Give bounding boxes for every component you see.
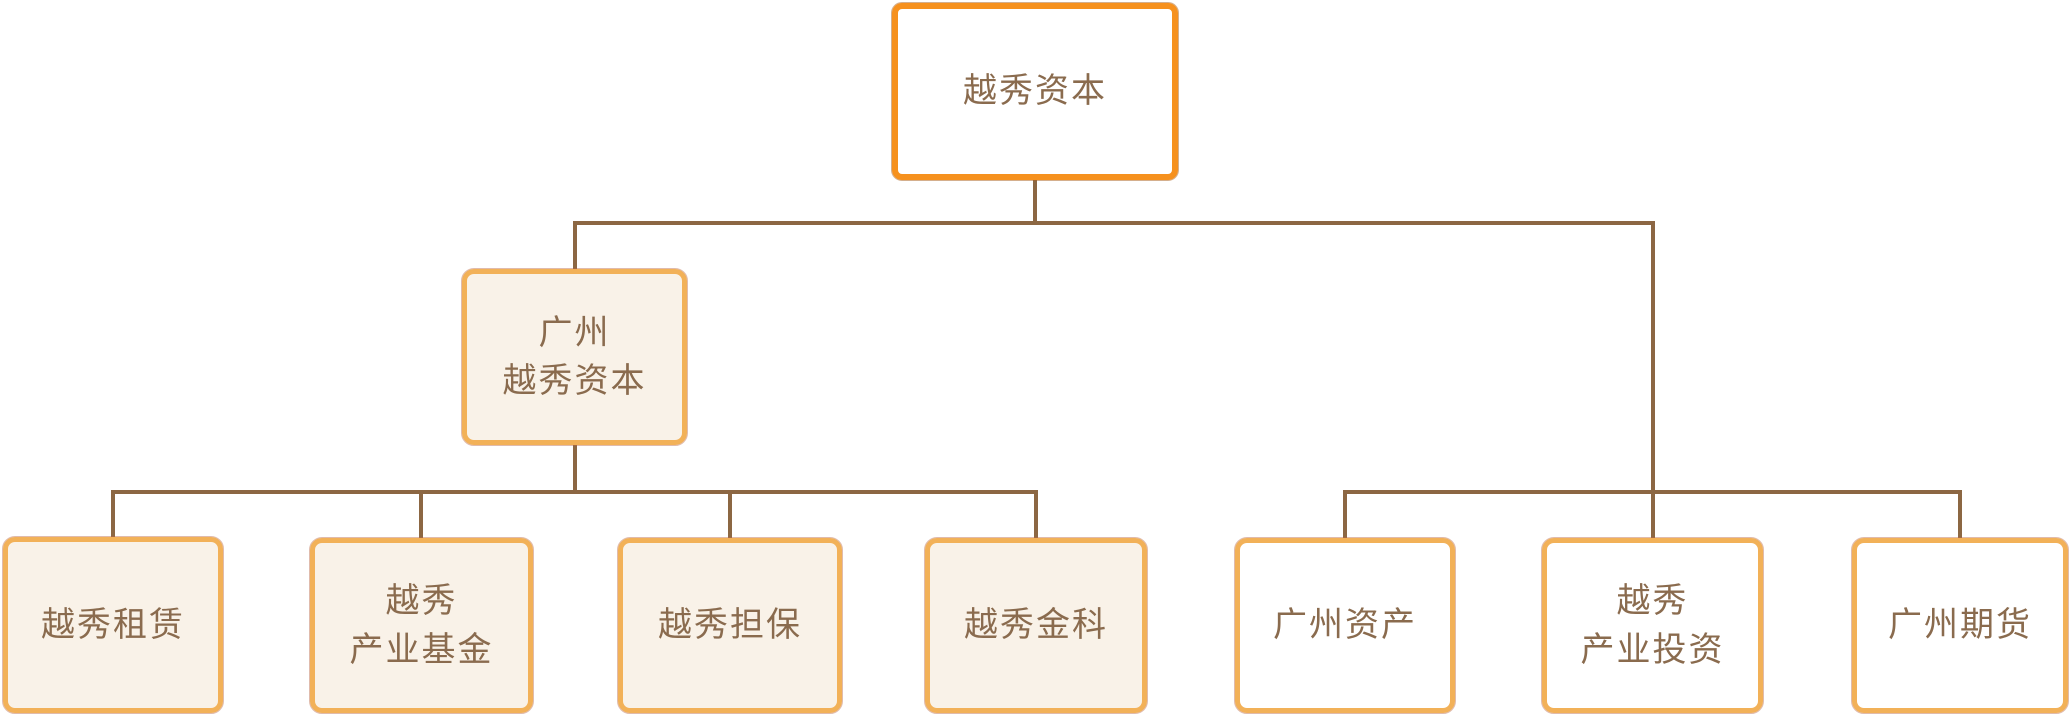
connector-gz-yuexiu-down bbox=[573, 443, 577, 494]
node-yuexiu-fintech[interactable]: 越秀金科 bbox=[924, 537, 1148, 714]
connector-left-group-rail bbox=[111, 490, 1038, 494]
node-yuexiu-industrial-investment[interactable]: 越秀 产业投资 bbox=[1541, 537, 1764, 714]
node-guangzhou-asset[interactable]: 广州资产 bbox=[1234, 537, 1456, 714]
node-guangzhou-futures[interactable]: 广州期货 bbox=[1851, 537, 2069, 714]
connector-stub-gz-futures bbox=[1958, 494, 1962, 540]
node-yuexiu-leasing[interactable]: 越秀租赁 bbox=[2, 536, 224, 714]
connector-left-branch-drop bbox=[573, 225, 577, 271]
connector-root-drop bbox=[1033, 178, 1037, 225]
connector-right-branch-drop bbox=[1651, 225, 1655, 540]
node-yuexiu-industrial-fund[interactable]: 越秀 产业基金 bbox=[309, 537, 534, 714]
connector-stub-gz-asset bbox=[1343, 494, 1347, 540]
node-yuexiu-capital[interactable]: 越秀资本 bbox=[891, 2, 1179, 181]
connector-stub-industrial-fund bbox=[419, 494, 423, 540]
connector-stub-guarantee bbox=[728, 494, 732, 540]
connector-right-group-rail bbox=[1343, 490, 1962, 494]
connector-stub-fintech bbox=[1034, 494, 1038, 540]
connector-top-split bbox=[573, 221, 1655, 225]
connector-stub-leasing bbox=[111, 494, 115, 540]
node-yuexiu-guarantee[interactable]: 越秀担保 bbox=[617, 537, 843, 714]
node-guangzhou-yuexiu-capital[interactable]: 广州 越秀资本 bbox=[461, 268, 688, 446]
